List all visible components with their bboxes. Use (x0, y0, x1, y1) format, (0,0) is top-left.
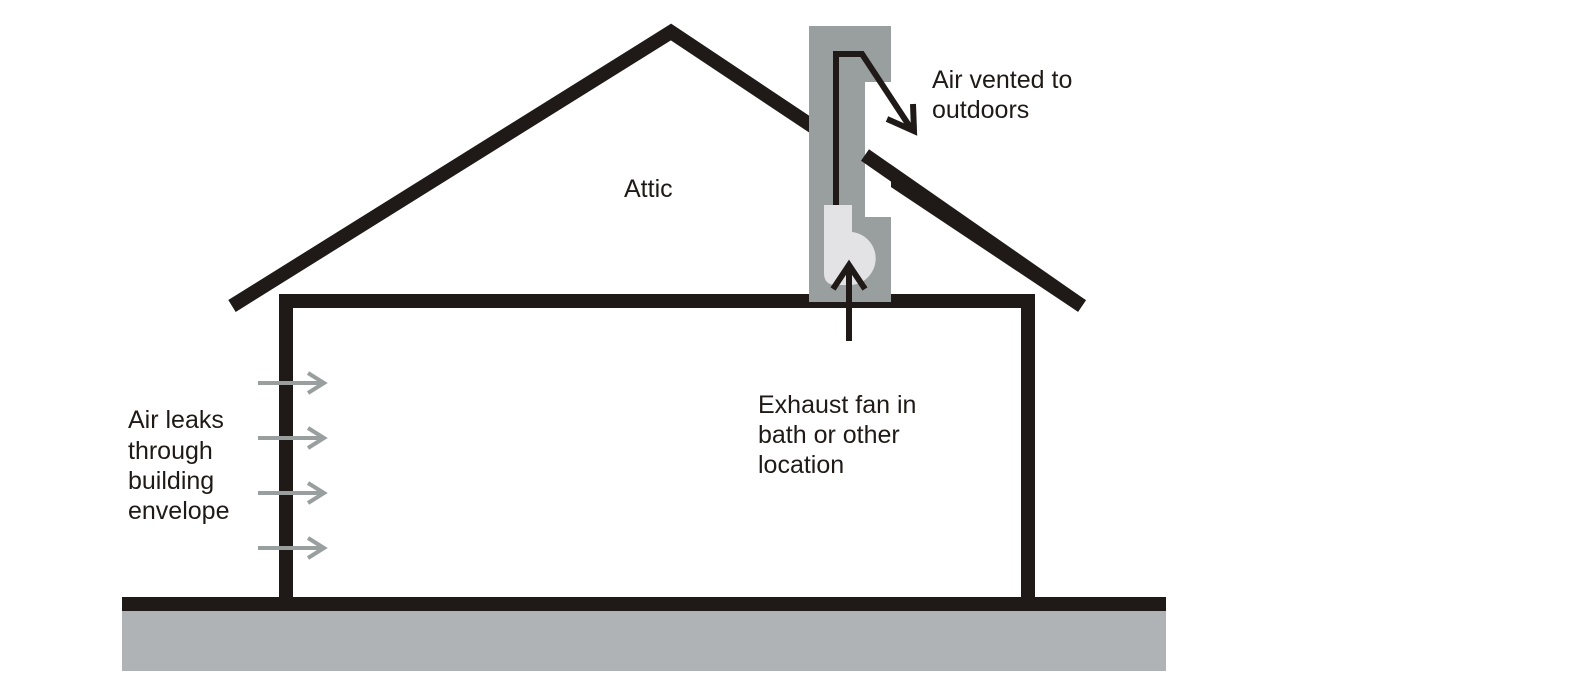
air-leak-arrows (258, 371, 328, 560)
attic-label: Attic (624, 175, 673, 203)
air-vented-line-2: outdoors (932, 96, 1029, 124)
exhaust-fan (824, 205, 876, 286)
air-leaks-line-4: envelope (128, 497, 229, 525)
exhaust-fan-line-2: bath or other (758, 421, 900, 449)
vent-arrowhead (885, 103, 918, 136)
exhaust-fan-label: Exhaust fan in bath or other location (758, 391, 923, 479)
air-leaks-line-1: Air leaks (128, 406, 224, 434)
ground (122, 609, 1166, 671)
roof-right-segment (861, 149, 1086, 312)
air-leaks-line-3: building (128, 467, 214, 495)
leak-arrow-1-head (306, 371, 328, 395)
leak-arrow-4-head (306, 536, 328, 560)
exhaust-fan-line-1: Exhaust fan in (758, 391, 916, 419)
air-vented-line-1: Air vented to (932, 66, 1072, 94)
room-to-fan-arrowhead (830, 259, 868, 291)
vent-airflow-arrow (833, 51, 915, 205)
air-vented-label: Air vented to outdoors (932, 66, 1079, 124)
exhaust-fan-line-3: location (758, 451, 844, 479)
air-leaks-line-2: through (128, 437, 213, 465)
house-walls (279, 294, 1035, 604)
air-leaks-label: Air leaks through building envelope (128, 406, 231, 525)
foundation-line (122, 597, 1166, 611)
leak-arrow-3-head (306, 481, 328, 505)
leak-arrow-2-head (306, 426, 328, 450)
